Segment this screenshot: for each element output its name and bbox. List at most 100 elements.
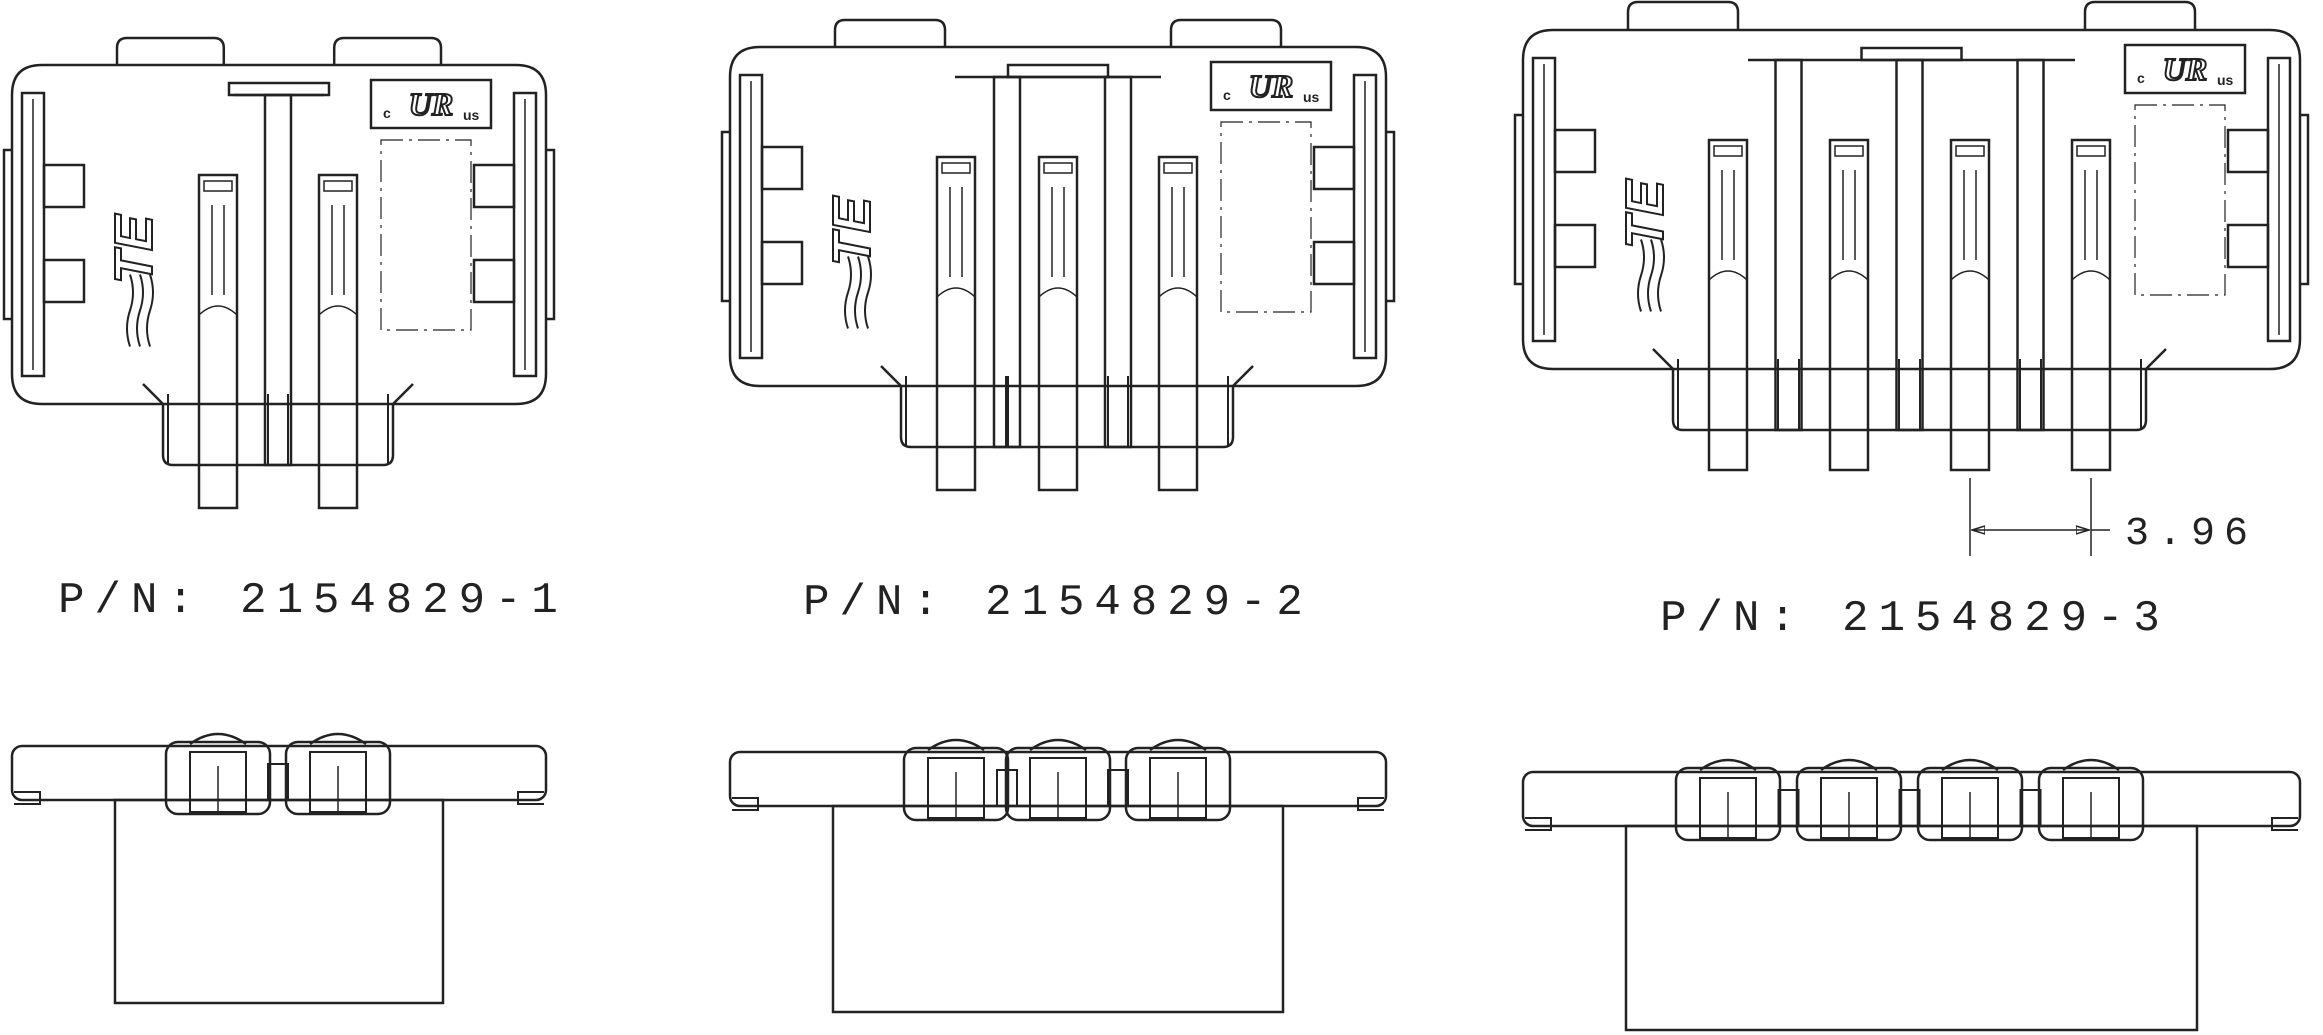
pin-shoulder (2071, 270, 2111, 281)
side-latch-bump-lower-right (472, 258, 516, 304)
pin-2 (287, 173, 389, 510)
side-latch-rail-left (20, 91, 46, 378)
side-latch-rail-right (2266, 56, 2292, 343)
pin-tip (941, 162, 971, 174)
side-latch-bump-upper-left (1553, 128, 1597, 174)
side-flange-hook-right (1357, 797, 1384, 811)
side-pin-housing-1 (1674, 758, 1782, 842)
pin-tip (323, 180, 353, 192)
pin-1 (167, 173, 269, 510)
side-pin-housing-3 (1916, 758, 2024, 842)
side-pin-cap (1149, 738, 1207, 752)
part-number-3: P/N: 2154829-3 (1660, 594, 2170, 644)
te-logo: TE (1615, 178, 1675, 249)
housing-lower-chamfer-right (2145, 348, 2167, 370)
top-tab-right (332, 36, 443, 65)
side-divider-notch-1 (267, 763, 289, 801)
side-ear-left (1513, 113, 1523, 286)
cavity-divider-1 (263, 93, 293, 467)
top-tab-left (115, 36, 226, 65)
side-latch-bump-lower-left (760, 240, 804, 286)
ur-cert-mark: UR (1249, 68, 1293, 104)
housing-lower-body (899, 386, 1235, 449)
pin-shoulder (1158, 287, 1198, 298)
side-latch-rail-right (512, 91, 538, 378)
side-pin-housing-2 (1004, 738, 1112, 822)
pin-shoulder (1708, 270, 1748, 281)
side-latch-bump-upper-right (2226, 128, 2270, 174)
top-tab-right (2083, 0, 2197, 30)
pin-tip (2076, 145, 2106, 157)
side-pin-housing-1 (164, 732, 272, 816)
side-pin-cap (189, 732, 247, 746)
cavity-divider-3 (2016, 58, 2045, 432)
pin-body (935, 155, 977, 492)
pin-shoulder (1038, 287, 1078, 298)
pin-shoulder (1950, 270, 1990, 281)
side-ear-right (1386, 130, 1396, 303)
side-latch-bump-upper-right (472, 163, 516, 209)
ur-cert-mark: UR (409, 86, 453, 122)
side-divider-notch-1 (1777, 789, 1800, 827)
housing-lower-chamfer-right (1232, 365, 1254, 387)
side-flange (10, 744, 548, 802)
pin-shoulder (936, 287, 976, 298)
housing-lower-body (161, 404, 395, 467)
side-divider-notch-1 (996, 769, 1018, 807)
side-pin-housing-body (1004, 746, 1112, 822)
side-pin-housing-2 (284, 732, 392, 816)
side-divider-notch-3 (2019, 789, 2042, 827)
pin-body (2070, 138, 2112, 472)
side-pin-cap (927, 738, 985, 752)
pin-tip (1163, 162, 1193, 174)
side-pin-housing-2 (1795, 758, 1903, 842)
side-pin-housing-body (284, 740, 392, 816)
pin-4 (2040, 138, 2142, 472)
side-flange (1521, 770, 2302, 828)
side-ear-right (2300, 113, 2310, 286)
side-pin-cap (309, 732, 367, 746)
pin-body (317, 173, 359, 510)
cavity-divider-1 (1774, 58, 1803, 432)
pin-2 (1007, 155, 1109, 492)
top-latch-slot (227, 81, 331, 97)
pin-tip (203, 180, 233, 192)
side-latch-bump-lower-left (42, 258, 86, 304)
side-divider-notch-2 (1898, 789, 1921, 827)
side-pin-housing-body (1795, 766, 1903, 842)
side-skirt (831, 804, 1285, 1014)
te-logo-icon (1637, 239, 1665, 312)
side-latch-rail-left (1531, 56, 1557, 343)
side-ear-left (720, 130, 730, 303)
pitch-dimension (1969, 478, 2110, 556)
side-pin-housing-body (164, 740, 272, 816)
side-latch-rail-right (1352, 73, 1378, 360)
side-skirt (1624, 824, 2199, 1032)
ur-cert-box (2123, 43, 2247, 95)
ur-cert-box (369, 78, 493, 130)
cavity-divider-2 (1103, 75, 1133, 449)
side-pin-cap (1820, 758, 1878, 772)
pin-tip (1043, 162, 1073, 174)
side-pin-housing-1 (902, 738, 1010, 822)
side-pin-housing-body (2037, 766, 2145, 842)
top-latch-slot (1860, 46, 1963, 62)
pin-1 (905, 155, 1007, 492)
pin-body (1949, 138, 1991, 472)
ur-cert-box (1209, 60, 1333, 112)
pin-tip (1834, 145, 1864, 157)
label-area-dashed (380, 139, 472, 331)
housing-lower-chamfer-right (392, 383, 414, 405)
part-number-1: P/N: 2154829-1 (58, 576, 568, 626)
side-pin-housing-body (1124, 746, 1232, 822)
pin-2 (1798, 138, 1900, 472)
ur-cert-left: c (383, 105, 391, 121)
te-logo-icon (844, 256, 872, 329)
top-tab-left (1626, 0, 1740, 30)
pin-body (1707, 138, 1749, 472)
